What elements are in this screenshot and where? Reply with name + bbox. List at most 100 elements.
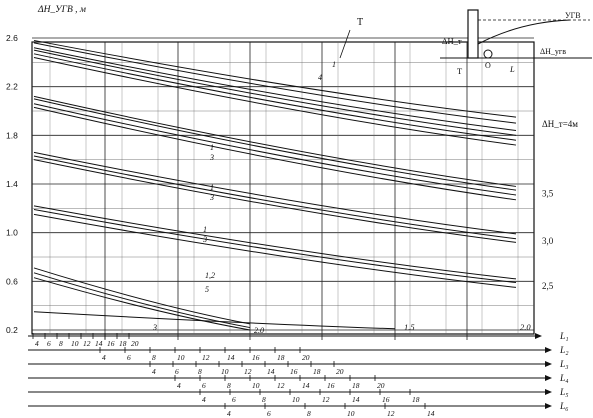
inset-label: ΔH_угв bbox=[540, 47, 566, 56]
x-tick-label: 16 bbox=[382, 395, 390, 404]
x-tick-label: 12 bbox=[387, 409, 395, 418]
inset-curve bbox=[477, 19, 571, 45]
curve-label: 1,2 bbox=[205, 271, 215, 280]
series-line bbox=[33, 56, 517, 146]
curve-label: Т bbox=[357, 17, 363, 28]
x-tick-label: 14 bbox=[352, 395, 360, 404]
series-line bbox=[33, 53, 517, 141]
x-tick-label: 8 bbox=[227, 381, 231, 390]
curve-label: 1 bbox=[210, 183, 214, 192]
x-tick-label: 16 bbox=[290, 367, 298, 376]
group-label: ΔH_т=4м bbox=[542, 119, 578, 129]
inset-label: T bbox=[457, 66, 463, 76]
series-line bbox=[33, 159, 517, 243]
x-axis-arrow bbox=[545, 375, 552, 381]
y-tick-label: 1.0 bbox=[6, 228, 18, 238]
x-axis-arrow bbox=[545, 389, 552, 395]
series-line bbox=[33, 205, 517, 280]
plot-frame bbox=[31, 41, 535, 335]
x-tick-label: 20 bbox=[302, 353, 310, 362]
curve-label: 3 bbox=[209, 153, 214, 162]
y-tick-label: 2.6 bbox=[6, 33, 18, 43]
x-tick-label: 12 bbox=[322, 395, 330, 404]
inset-label: L bbox=[509, 64, 515, 74]
x-tick-label: 4 bbox=[202, 395, 206, 404]
inset-circle bbox=[483, 49, 493, 59]
series-line bbox=[33, 155, 517, 240]
x-axis-arrow bbox=[545, 347, 552, 353]
curve-label: 1 bbox=[332, 60, 336, 69]
x-tick-label: 12 bbox=[202, 353, 210, 362]
group-label: 3,5 bbox=[542, 188, 554, 198]
inset-layer: ΔH_тT O L ΔH_угв УГВ bbox=[440, 9, 592, 76]
x-tick-label: 18 bbox=[352, 381, 360, 390]
x-axis-title: L₄ bbox=[559, 374, 569, 384]
x-axis-title: L₂ bbox=[559, 346, 569, 356]
leader-line bbox=[339, 29, 351, 59]
x-tick-label: 6 bbox=[202, 381, 206, 390]
x-tick-label: 10 bbox=[71, 339, 79, 348]
y-tick-label: 1.4 bbox=[6, 179, 18, 189]
x-tick-label: 14 bbox=[95, 339, 103, 348]
x-axis-title: L₅ bbox=[559, 388, 569, 398]
x-tick-label: 6 bbox=[232, 395, 236, 404]
curve-label: 4 bbox=[318, 73, 322, 82]
x-tick-label: 14 bbox=[427, 409, 435, 418]
x-tick-label: 14 bbox=[227, 353, 235, 362]
x-tick-label: 16 bbox=[252, 353, 260, 362]
x-tick-label: 20 bbox=[377, 381, 385, 390]
series-line bbox=[33, 272, 251, 329]
inset-wall bbox=[467, 9, 479, 59]
series-line bbox=[33, 49, 517, 136]
group-label: 3,0 bbox=[542, 236, 554, 246]
x-tick-label: 10 bbox=[347, 409, 355, 418]
x-tick-label: 14 bbox=[267, 367, 275, 376]
series-line bbox=[33, 42, 517, 124]
curve-label: 3 bbox=[209, 193, 214, 202]
group-label: 2.0 bbox=[254, 326, 264, 335]
x-tick-label: 6 bbox=[267, 409, 271, 418]
x-tick-label: 20 bbox=[131, 339, 139, 348]
x-tick-label: 4 bbox=[102, 353, 106, 362]
x-tick-label: 12 bbox=[244, 367, 252, 376]
series-line bbox=[33, 151, 517, 235]
x-tick-label: 16 bbox=[107, 339, 115, 348]
x-tick-label: 6 bbox=[47, 339, 51, 348]
y-tick-label: 0.6 bbox=[6, 276, 18, 286]
inset-label: O bbox=[485, 61, 491, 70]
x-tick-label: 8 bbox=[198, 367, 202, 376]
x-axis-arrow bbox=[545, 361, 552, 367]
series-line bbox=[33, 277, 251, 331]
x-tick-label: 6 bbox=[127, 353, 131, 362]
x-tick-label: 14 bbox=[302, 381, 310, 390]
x-tick-label: 18 bbox=[412, 395, 420, 404]
series-line bbox=[33, 103, 517, 196]
x-tick-label: 20 bbox=[336, 367, 344, 376]
group-label: 2.0 bbox=[520, 322, 531, 332]
x-tick-label: 4 bbox=[35, 339, 39, 348]
grid-layer bbox=[31, 37, 535, 340]
series-line bbox=[33, 267, 251, 325]
x-axis-arrow bbox=[545, 403, 552, 409]
inset-label: ΔH_т bbox=[442, 36, 462, 46]
curve-label: 5 bbox=[205, 285, 209, 294]
series-line bbox=[33, 209, 517, 284]
curve-label: 1 bbox=[203, 225, 207, 234]
x-tick-label: 4 bbox=[177, 381, 181, 390]
x-tick-label: 16 bbox=[327, 381, 335, 390]
series-line bbox=[33, 95, 517, 187]
y-axis-title: ΔH_УГВ , м bbox=[37, 5, 86, 15]
group-label: 2,5 bbox=[542, 281, 554, 291]
x-axis-arrow bbox=[535, 333, 542, 339]
series-line bbox=[33, 213, 517, 288]
x-tick-label: 10 bbox=[292, 395, 300, 404]
x-tick-label: 8 bbox=[152, 353, 156, 362]
y-tick-label: 0.2 bbox=[6, 325, 18, 335]
inset-label: УГВ bbox=[565, 11, 581, 20]
x-tick-label: 4 bbox=[152, 367, 156, 376]
x-tick-label: 4 bbox=[227, 409, 231, 418]
y-tick-label: 1.8 bbox=[6, 130, 18, 140]
